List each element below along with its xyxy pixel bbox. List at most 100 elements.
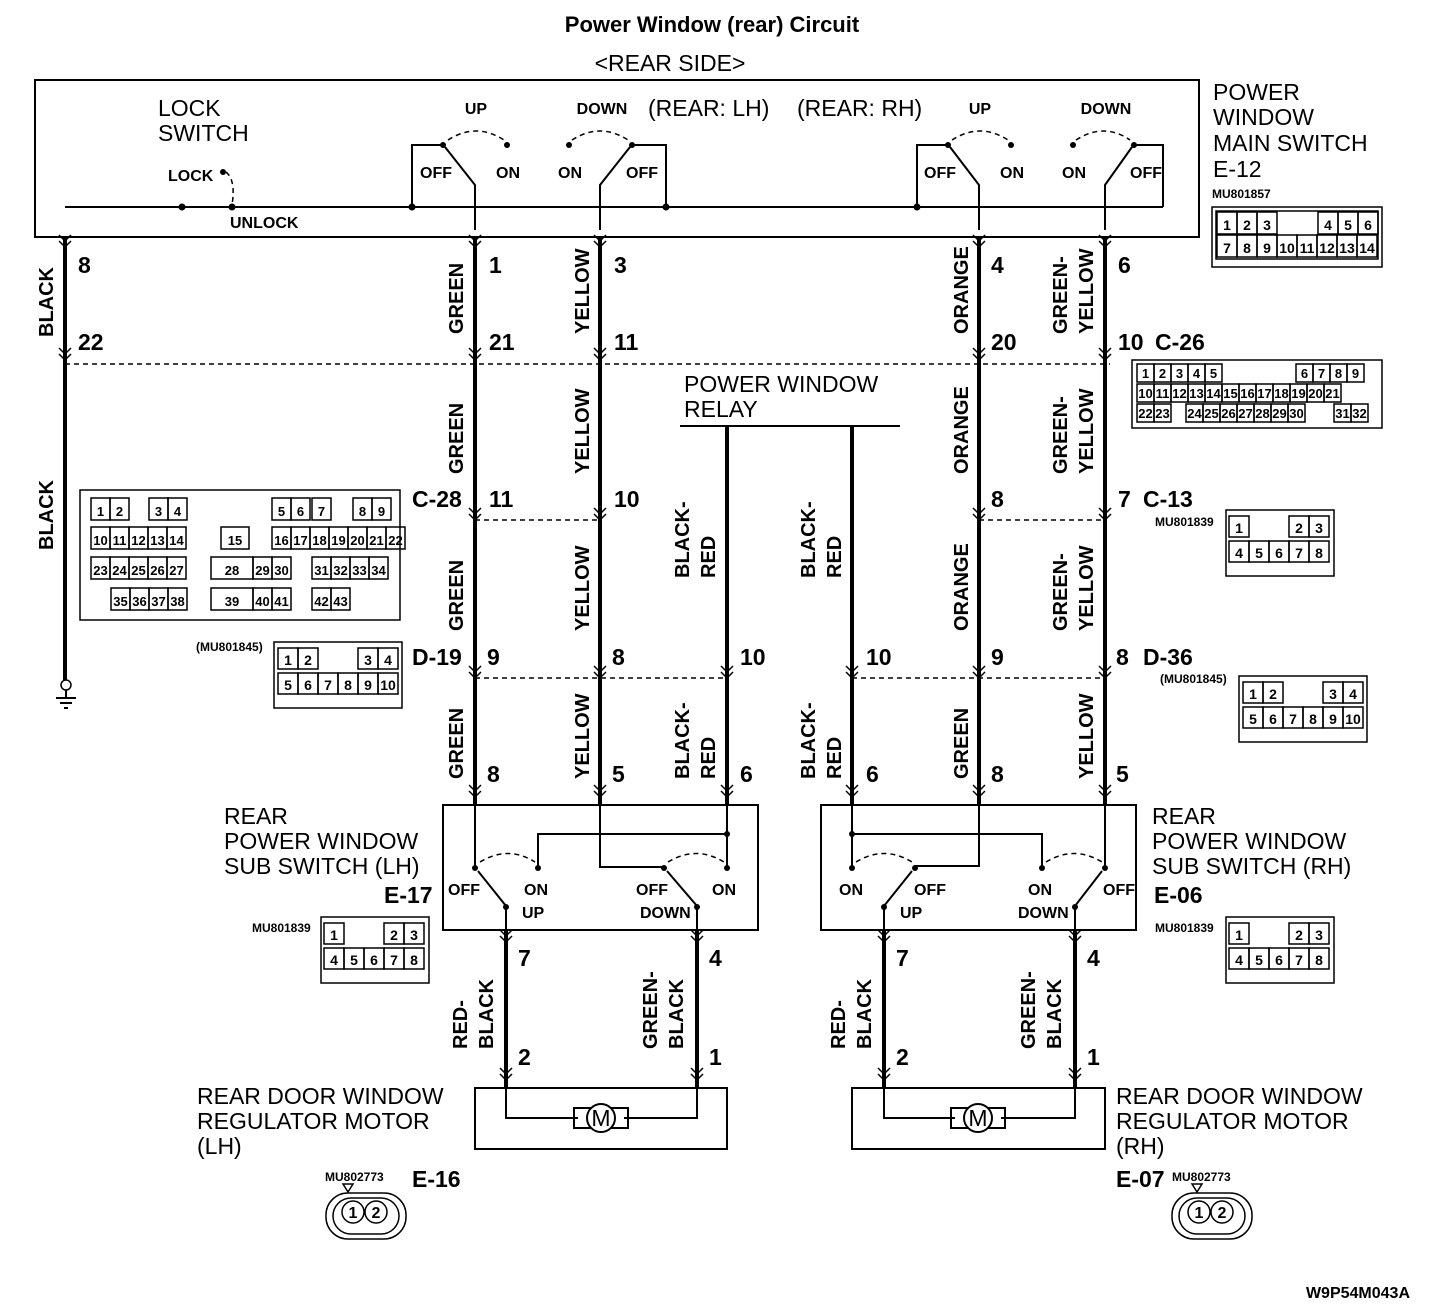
connector-pin-label: 7 [318, 504, 325, 519]
svg-text:GREEN-: GREEN- [1050, 256, 1072, 334]
svg-text:2: 2 [1218, 1205, 1227, 1222]
connector-pin-label: 13 [1339, 240, 1355, 256]
svg-text:6: 6 [740, 761, 753, 787]
connector-pin-cell [1342, 706, 1364, 729]
connector-pin-label: 5 [1255, 545, 1263, 561]
svg-text:OFF: OFF [448, 882, 480, 899]
connector-pin-label: 32 [333, 563, 347, 578]
connector-pin-cell [377, 672, 399, 695]
connector-pin-label: 11 [1300, 240, 1315, 256]
connector-pin-label: 5 [1210, 366, 1217, 381]
connector-pin-label: 20 [1308, 386, 1322, 401]
connector-pin-label: 4 [1324, 217, 1332, 233]
svg-text:7: 7 [518, 945, 531, 971]
connector-c26-code: C-26 [1155, 329, 1205, 355]
connector-pin-label: 7 [1295, 952, 1303, 968]
svg-text:OFF: OFF [636, 882, 668, 899]
connector-pin-label: 25 [131, 563, 145, 578]
svg-text:OFF: OFF [1103, 882, 1135, 899]
connector-e07-icon: E-07 MU802773 1 2 [1116, 1166, 1253, 1240]
connector-pin-label: 37 [151, 594, 165, 609]
connector-pin-label: 22 [388, 533, 402, 548]
connector-pin-label: 24 [112, 563, 127, 578]
connector-pin-label: 8 [344, 677, 352, 693]
svg-text:(LH): (LH) [197, 1133, 242, 1159]
svg-text:BLACK-: BLACK- [672, 501, 694, 578]
svg-text:DOWN: DOWN [1018, 905, 1069, 922]
svg-text:UP: UP [522, 905, 545, 922]
svg-text:REAR: REAR [1152, 803, 1216, 829]
connector-pin-label: 3 [1329, 686, 1337, 702]
connector-pin-label: 6 [1269, 711, 1277, 727]
svg-text:OFF: OFF [1130, 165, 1162, 182]
connector-pin-cell [1308, 947, 1330, 970]
connector-pin-label: 6 [1301, 366, 1308, 381]
svg-text:DOWN: DOWN [1081, 101, 1132, 118]
c13-part-no: MU801839 [1155, 515, 1214, 529]
connector-pin-label: 6 [1275, 545, 1283, 561]
svg-text:21: 21 [489, 329, 515, 355]
connector-pin-label: 1 [284, 652, 292, 668]
svg-text:RED-: RED- [828, 1000, 850, 1049]
connector-pin-label: 2 [1269, 686, 1277, 702]
connector-pin-cell [1323, 383, 1342, 403]
connector-pin-label: 17 [293, 533, 307, 548]
connector-pin-label: 39 [225, 594, 239, 609]
connector-pin-label: 17 [1257, 386, 1271, 401]
connector-pin-cell [1308, 515, 1330, 538]
e17-part-no: MU801839 [252, 921, 311, 935]
connector-pin-label: 6 [370, 952, 378, 968]
svg-text:MAIN SWITCH: MAIN SWITCH [1213, 130, 1368, 156]
connector-pin-label: 7 [1289, 711, 1297, 727]
svg-text:SWITCH: SWITCH [158, 120, 249, 146]
connector-pin-label: 4 [174, 504, 182, 519]
sub-switch-lh: REAR POWER WINDOW SUB SWITCH (LH) E-17 O… [224, 803, 759, 931]
svg-text:4: 4 [1087, 945, 1100, 971]
svg-text:GREEN: GREEN [446, 560, 468, 631]
connector-pin-label: 15 [1223, 386, 1237, 401]
connector-pin-label: 35 [113, 594, 127, 609]
svg-text:(RH): (RH) [1116, 1133, 1165, 1159]
unlock-label: UNLOCK [230, 215, 299, 232]
connector-pin-label: 14 [1359, 240, 1375, 256]
connector-pin-label: 4 [330, 952, 338, 968]
connector-pin-label: 1 [1235, 927, 1243, 943]
svg-text:YELLOW: YELLOW [1076, 388, 1098, 474]
svg-text:YELLOW: YELLOW [1076, 693, 1098, 779]
svg-text:1: 1 [489, 252, 502, 278]
connector-pin-label: 20 [350, 533, 364, 548]
connector-pin-label: 3 [410, 927, 418, 943]
connector-e07-code: E-07 [1116, 1166, 1165, 1192]
svg-text:REGULATOR MOTOR: REGULATOR MOTOR [1116, 1108, 1349, 1134]
power-window-relay: POWER WINDOW RELAY [680, 371, 900, 427]
svg-text:2: 2 [518, 1044, 531, 1070]
connector-pin-label: 30 [1289, 406, 1303, 421]
connector-pin-label: 11 [1156, 386, 1170, 401]
svg-text:REAR: REAR [224, 803, 288, 829]
svg-text:6: 6 [866, 761, 879, 787]
svg-text:POWER WINDOW: POWER WINDOW [224, 828, 418, 854]
connector-pin-label: 13 [150, 533, 164, 548]
connector-pin-label: 3 [155, 504, 162, 519]
connector-pin-label: 31 [314, 563, 328, 578]
svg-text:8: 8 [487, 761, 500, 787]
connector-pin-label: 2 [1295, 520, 1303, 536]
connector-pin-label: 14 [1206, 386, 1221, 401]
svg-text:OFF: OFF [626, 165, 658, 182]
svg-text:YELLOW: YELLOW [572, 388, 594, 474]
svg-text:8: 8 [78, 252, 91, 278]
connector-pin-label: 27 [1238, 406, 1252, 421]
connector-pin-label: 8 [1315, 952, 1323, 968]
connector-pin-label: 31 [1335, 406, 1349, 421]
connector-pin-cell [1228, 922, 1250, 945]
svg-text:BLACK-: BLACK- [798, 501, 820, 578]
main-switch-box [34, 79, 1200, 238]
svg-text:WINDOW: WINDOW [1213, 104, 1314, 130]
connector-pin-cell [1256, 211, 1278, 235]
connector-pin-cell [368, 556, 389, 580]
main-switch-label: POWER WINDOW MAIN SWITCH E-12 MU801857 [1212, 79, 1368, 201]
figure-code: W9P54M043A [1306, 1285, 1410, 1302]
